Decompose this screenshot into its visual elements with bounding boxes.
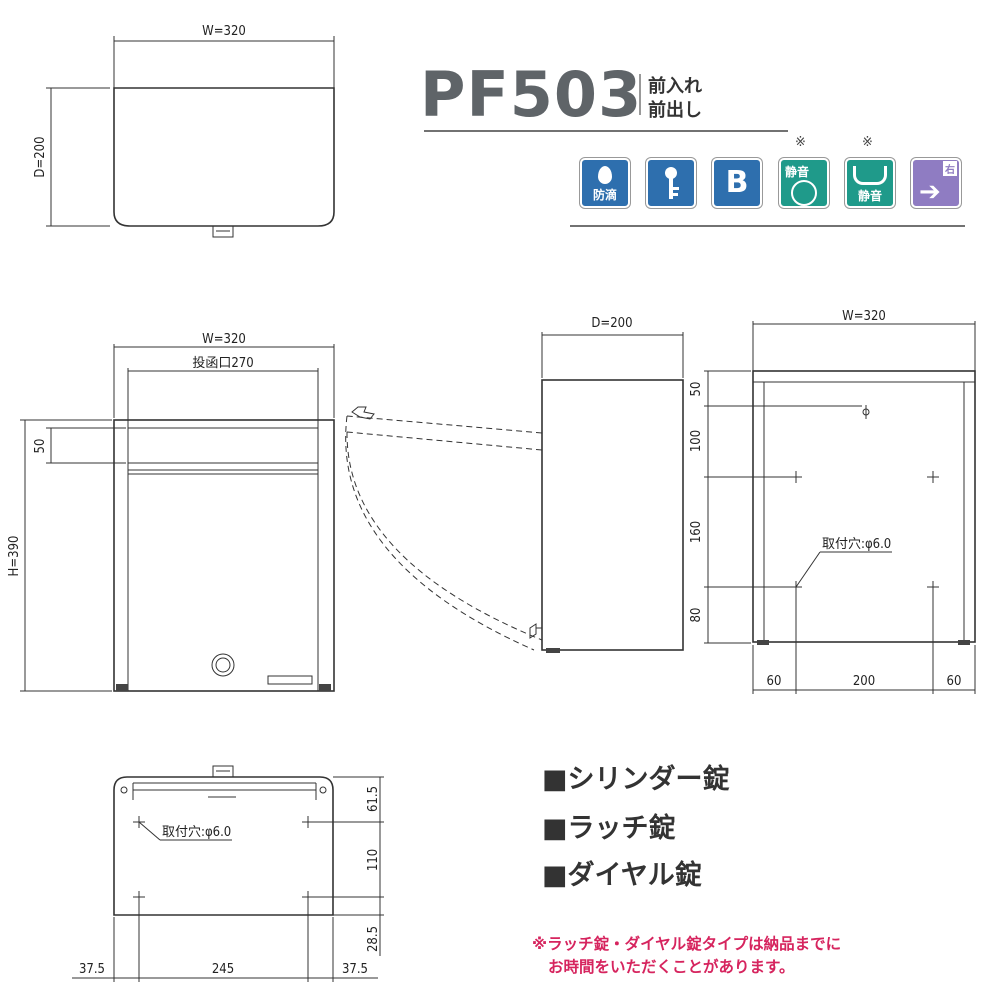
back-h-dim-2: 200	[853, 674, 875, 689]
side-depth-label: D=200	[591, 316, 632, 331]
lock-type-dial: ■ダイヤル錠	[542, 860, 702, 891]
top-depth-label: D=200	[33, 136, 48, 177]
back-v-dim-4: 80	[689, 608, 704, 623]
drip-proof-icon: 防滴	[580, 158, 630, 208]
slot-width-label: 投函口270	[192, 355, 253, 371]
bottom-v-dim-3: 28.5	[366, 926, 381, 952]
front-view: W=320 投函口270 50 H=390	[7, 332, 335, 692]
quiet-latch-icon: 静音	[845, 158, 895, 208]
back-h-dim-3: 60	[947, 674, 962, 689]
back-h-dim-1: 60	[767, 674, 782, 689]
bottom-h-dim-2: 245	[212, 962, 234, 977]
quiet-dial-icon: 静音	[779, 158, 829, 208]
back-view: W=320 50 100 160 80 60 200 60	[689, 309, 976, 694]
back-v-dim-3: 160	[689, 521, 704, 543]
bottom-v-dim-2: 110	[366, 849, 381, 871]
subtitle-front-insert: 前入れ	[648, 76, 702, 97]
note-mark-1: ※	[795, 135, 806, 150]
b-icon: B	[712, 158, 762, 208]
key-icon	[646, 158, 696, 208]
bottom-v-dim-1: 61.5	[366, 786, 381, 812]
slot-height-label: 50	[33, 439, 48, 454]
model-title: PF503	[420, 58, 643, 131]
note-line-1: ※ラッチ錠・ダイヤル錠タイプは納品までに	[532, 935, 842, 953]
back-hole-label: 取付穴:φ6.0	[822, 537, 891, 552]
top-view: W=320 D=200	[33, 24, 335, 238]
top-width-label: W=320	[202, 24, 246, 39]
back-v-dim-1: 50	[689, 382, 704, 397]
note-line-2: お時間をいただくことがあります。	[548, 958, 795, 976]
total-height-label: H=390	[7, 536, 22, 577]
back-v-dim-2: 100	[689, 430, 704, 452]
lock-type-cylinder: ■シリンダー錠	[542, 764, 730, 795]
bottom-view: 取付穴:φ6.0 61.5 110 28.5 37.5 245 37.5	[72, 765, 384, 982]
right-hinge-icon: 右 ➔	[911, 158, 961, 208]
lock-type-latch: ■ラッチ錠	[542, 813, 676, 844]
back-width-label: W=320	[842, 309, 886, 324]
subtitle-front-retrieve: 前出し	[648, 100, 702, 121]
bottom-hole-label: 取付穴:φ6.0	[162, 825, 231, 840]
bottom-h-dim-3: 37.5	[342, 962, 368, 977]
side-view: D=200	[345, 316, 684, 653]
note-mark-2: ※	[862, 135, 873, 150]
bottom-h-dim-1: 37.5	[79, 962, 105, 977]
front-width-label: W=320	[202, 332, 246, 347]
